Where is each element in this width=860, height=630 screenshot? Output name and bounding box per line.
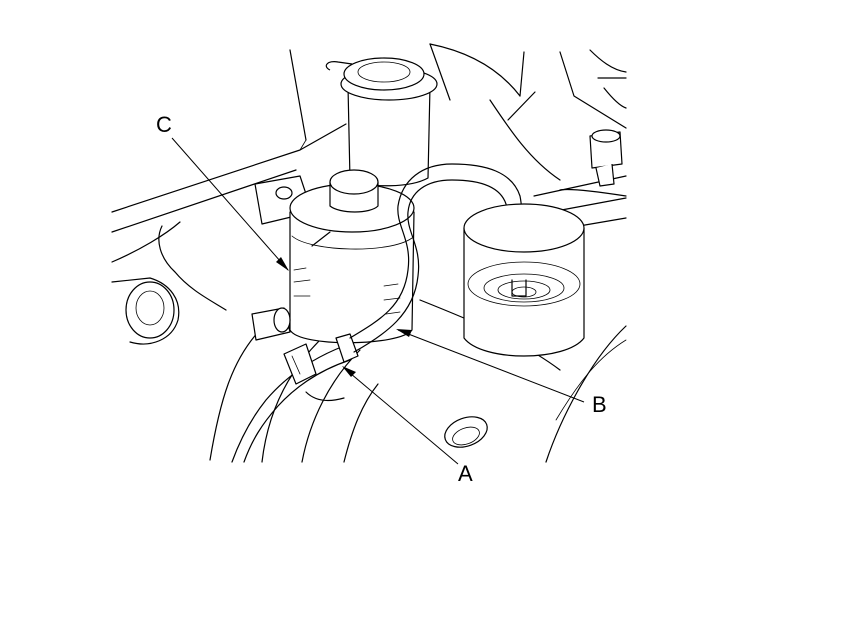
- power-steering-reservoir: [251, 169, 415, 344]
- return-hose-a: [231, 333, 359, 463]
- engine-bay-background: [111, 43, 627, 463]
- background-reservoir: [325, 57, 438, 187]
- callout-label-b: B: [592, 392, 607, 417]
- callout-leaders: [171, 137, 585, 465]
- sensor-connector: [589, 129, 623, 187]
- drain-container: [463, 203, 585, 357]
- callout-label-c: C: [156, 112, 172, 137]
- callout-label-a: A: [458, 461, 473, 486]
